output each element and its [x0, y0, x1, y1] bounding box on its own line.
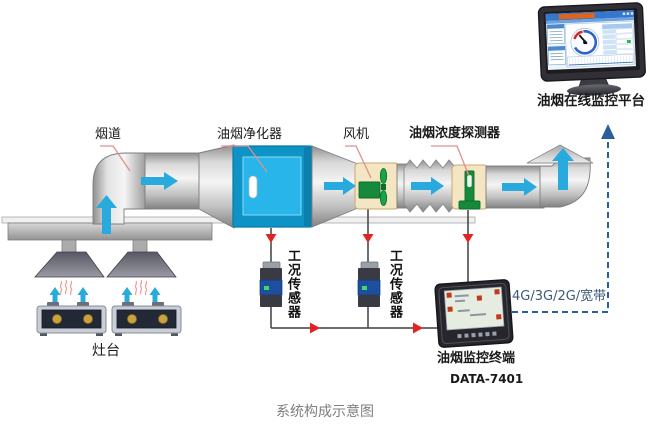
sensor-led [362, 286, 367, 290]
label-detector: 油烟浓度探测器 [409, 126, 501, 141]
sensor-upper [358, 268, 380, 280]
duct-cone-left [198, 144, 235, 229]
label-network-link: 4G/3G/2G/宽带 [512, 289, 607, 304]
sensor-led [264, 286, 269, 290]
flow-arrow-icon [502, 178, 537, 196]
detector-base [458, 200, 481, 210]
monitor-screen-content [545, 10, 636, 68]
fan-blade [379, 190, 388, 206]
stove-foot [96, 332, 103, 336]
label-purifier: 油烟净化器 [217, 127, 283, 142]
label-stove: 灶台 [92, 343, 120, 359]
flow-arrows [96, 148, 574, 234]
heat-waves-icon [59, 279, 73, 296]
sensor-upper [260, 268, 282, 280]
duct-elbow [92, 152, 151, 225]
flow-arrow-icon [141, 172, 178, 190]
label-condition-sensor-1: 工况传感器 [285, 249, 300, 319]
monitor-base [566, 84, 621, 96]
flow-arrow-icon [149, 287, 161, 306]
signal-arrows [265, 234, 474, 334]
exhaust-hood [106, 251, 177, 278]
signal-arrow-down-icon [462, 234, 474, 243]
stove-foot [171, 332, 178, 336]
exhaust-hood [34, 251, 105, 278]
stove-knob [52, 314, 62, 324]
sensor-device [357, 261, 381, 307]
label-terminal-name: 油烟监控终端 [437, 351, 516, 366]
monitor [537, 2, 646, 96]
stove-knob [83, 314, 93, 324]
terminal-brand-row [457, 331, 497, 339]
sensor-top [262, 261, 281, 270]
terminal-bezel [438, 283, 510, 345]
label-flue: 烟道 [95, 127, 122, 142]
diagram-caption: 系统构成示意图 [276, 404, 374, 420]
flow-arrow-icon [411, 177, 444, 195]
stove-flow-arrows [49, 287, 161, 306]
leader-detector [431, 145, 470, 177]
signal-arrow-right-icon [413, 322, 423, 334]
stove-foot [115, 332, 122, 336]
flow-arrow-icon [77, 287, 89, 306]
sensor-top [360, 261, 379, 270]
network-dashed-line [512, 137, 609, 313]
terminal-screen [443, 286, 505, 331]
sensor-body [357, 279, 381, 296]
sensor-body [259, 279, 283, 296]
kitchen [34, 239, 182, 336]
flow-arrow-icon [49, 287, 61, 306]
purifier-device [232, 145, 313, 228]
fan-blade [379, 168, 388, 184]
sensor-device [259, 261, 283, 307]
leader-purifier [221, 145, 268, 173]
heat-waves-icon [134, 279, 148, 296]
stove-foot [40, 332, 47, 336]
label-condition-sensor-2: 工况传感器 [387, 249, 402, 319]
purifier-handle [248, 175, 258, 199]
terminal-device [434, 279, 514, 348]
fan-motor [358, 181, 381, 199]
duct-assembly [92, 144, 594, 229]
fan-icon [358, 168, 388, 206]
detector-window [467, 175, 472, 187]
stove-knob [158, 314, 168, 324]
flow-arrow-icon [96, 195, 117, 234]
fan-hub [381, 184, 386, 190]
network-arrow-up-icon [601, 124, 615, 139]
network-link [512, 124, 615, 313]
purifier-side [304, 147, 312, 226]
flow-arrow-icon [121, 287, 133, 306]
sensor-lower [358, 295, 380, 307]
signal-arrow-down-icon [362, 234, 374, 243]
sensor-lower [260, 295, 282, 307]
stove-knob [127, 314, 137, 324]
terminal-screen-content [446, 289, 502, 320]
flow-arrow-icon [552, 148, 574, 190]
stove-unit [111, 302, 182, 336]
label-fan: 风机 [343, 127, 370, 142]
label-online-platform: 油烟在线监控平台 [537, 93, 645, 109]
detector-icon [458, 170, 481, 210]
leader-flue [100, 145, 131, 172]
stove-unit [36, 302, 107, 336]
flow-arrow-icon [324, 177, 356, 195]
leader-lines [100, 145, 470, 179]
leader-fan [345, 145, 372, 179]
signal-arrow-right-icon [310, 322, 320, 334]
signal-arrow-down-icon [265, 234, 277, 243]
label-terminal-model: DATA-7401 [450, 372, 524, 386]
